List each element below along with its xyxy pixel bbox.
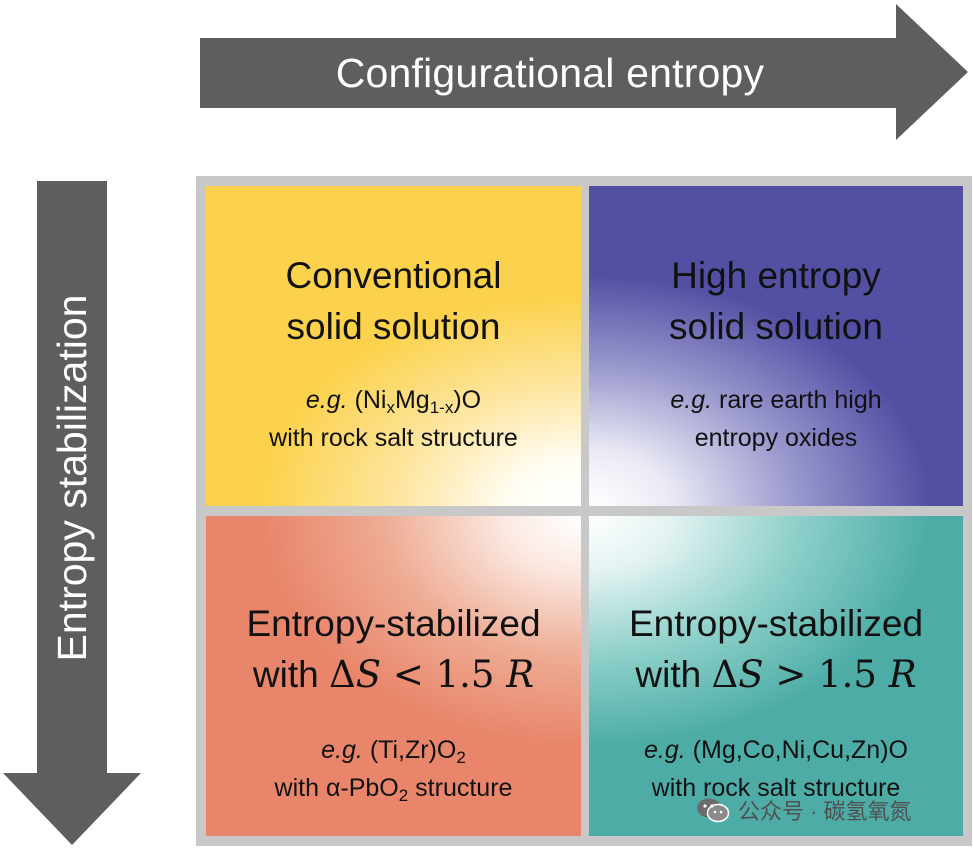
watermark: 公众号 · 碳氢氧氮: [696, 792, 912, 828]
entropy-condition: with ΔS > 1.5 R: [635, 653, 917, 696]
example-formula: e.g. (Mg,Co,Ni,Cu,Zn)O: [644, 736, 908, 764]
cell-example: e.g. (Ti,Zr)O2 with α-PbO2 structure: [206, 731, 581, 807]
entropy-stabilization-arrow: Entropy stabilization: [3, 181, 141, 845]
arrow-right-icon: [896, 4, 968, 140]
example-formula: e.g. (Ti,Zr)O2: [321, 736, 466, 767]
cell-example: e.g. rare earth high entropy oxides: [589, 381, 963, 457]
cell-entropy-stabilized-low: Entropy-stabilized with ΔS < 1.5 R e.g. …: [206, 516, 581, 836]
entropy-condition: with ΔS < 1.5 R: [252, 653, 535, 696]
cell-entropy-stabilized-high: Entropy-stabilized with ΔS > 1.5 R e.g. …: [589, 516, 963, 836]
cell-high-entropy-solid-solution: High entropy solid solution e.g. rare ea…: [589, 186, 963, 506]
example-structure: with α-PbO2 structure: [274, 774, 513, 805]
cell-conventional-solid-solution: Conventional solid solution e.g. (NixMg1…: [206, 186, 581, 506]
example-structure: with rock salt structure: [269, 424, 518, 452]
arrow-down-shaft: [37, 181, 107, 775]
example-structure: with rock salt structure: [651, 774, 901, 802]
cell-example: e.g. (Mg,Co,Ni,Cu,Zn)O with rock salt st…: [589, 731, 963, 807]
cell-example: e.g. (NixMg1-x)O with rock salt structur…: [206, 381, 581, 457]
wechat-icon: [697, 798, 730, 823]
example-formula: e.g. rare earth high: [670, 386, 882, 414]
example-structure: entropy oxides: [694, 424, 858, 452]
arrow-down-icon: [3, 773, 141, 845]
cell-title: High entropy solid solution: [669, 255, 883, 347]
watermark-text: 公众号 · 碳氢氧氮: [738, 799, 912, 824]
cell-title: Conventional solid solution: [285, 255, 502, 347]
configurational-entropy-arrow: Configurational entropy: [200, 4, 970, 140]
example-formula: e.g. (NixMg1-x)O: [305, 386, 482, 417]
cell-title: Entropy-stabilized with ΔS < 1.5 R: [206, 598, 581, 700]
classification-grid: Conventional solid solution e.g. (NixMg1…: [196, 176, 972, 846]
configurational-entropy-label: Configurational entropy: [335, 49, 765, 96]
entropy-stabilization-label: Entropy stabilization: [48, 294, 95, 662]
arrow-right-shaft: [200, 38, 900, 108]
cell-title: Entropy-stabilized with ΔS > 1.5 R: [589, 598, 963, 700]
